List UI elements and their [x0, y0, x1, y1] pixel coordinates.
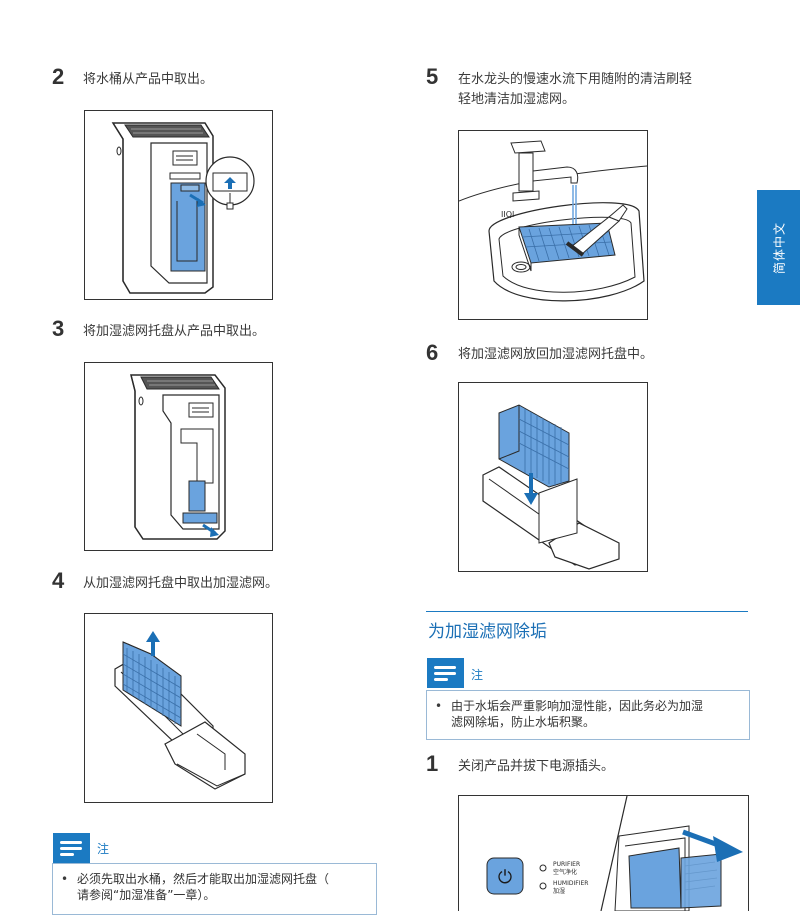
step-3-text: 将加湿滤网托盘从产品中取出。 — [83, 324, 266, 339]
step-5-text-line-1: 在水龙头的慢速水流下用随附的清洁刷轻 — [458, 72, 693, 87]
note-box: • 必须先取出水桶，然后才能取出加湿滤网托盘（ 请参阅“加湿准备”一章）。 — [52, 863, 377, 915]
step-2-number: 2 — [52, 64, 65, 89]
purifier-label-cn: 空气净化 — [553, 868, 577, 876]
step-5-text-line-2: 轻地清洁加湿滤网。 — [458, 92, 576, 107]
language-tab-label: 简体中文 — [772, 221, 786, 274]
note-line-2: 请参阅“加湿准备”一章）。 — [77, 888, 216, 902]
purifier-label-en: PURIFIER — [553, 861, 580, 868]
step-1-text: 关闭产品并拔下电源插头。 — [458, 759, 615, 774]
step-6-figure — [458, 382, 648, 572]
step-4-figure — [84, 613, 273, 803]
section-divider — [426, 611, 748, 612]
step-2-text: 将水桶从产品中取出。 — [83, 72, 214, 87]
note-box: • 由于水垢会严重影响加湿性能，因此务必为加湿 滤网除垢，防止水垢积聚。 — [426, 690, 750, 740]
note-label: 注 — [97, 842, 110, 856]
step-1-number: 1 — [426, 751, 439, 776]
note-bullet: • — [435, 699, 443, 713]
step-4-number: 4 — [52, 568, 65, 593]
step-5-number: 5 — [426, 64, 439, 89]
section-title: 为加湿滤网除垢 — [428, 622, 547, 642]
step-3-number: 3 — [52, 316, 65, 341]
step-6-number: 6 — [426, 340, 439, 365]
power-icon: ⏻ — [498, 867, 512, 888]
note-line-2: 滤网除垢，防止水垢积聚。 — [451, 715, 596, 729]
step-1-figure: ⏻ PURIFIER 空气净化 HUMIDIFIER 加湿 — [458, 795, 749, 911]
note-line-1: 由于水垢会严重影响加湿性能，因此务必为加湿 — [451, 699, 704, 713]
step-2-figure — [84, 110, 273, 300]
step-6-text: 将加湿滤网放回加湿滤网托盘中。 — [458, 347, 654, 362]
humidifier-label-en: HUMIDIFIER — [553, 880, 588, 887]
note-line-1: 必须先取出水桶，然后才能取出加湿滤网托盘（ — [77, 872, 330, 886]
note-icon — [427, 658, 464, 688]
step-4-text: 从加湿滤网托盘中取出加湿滤网。 — [83, 576, 279, 591]
note-bullet: • — [61, 872, 69, 886]
step-5-figure: IIQI — [458, 130, 648, 320]
note-icon — [53, 833, 90, 863]
faucet-label: IIQI — [501, 210, 514, 219]
note-label: 注 — [471, 668, 484, 682]
humidifier-label-cn: 加湿 — [553, 887, 565, 895]
language-tab: 简体中文 — [757, 190, 800, 305]
step-3-figure — [84, 362, 273, 551]
